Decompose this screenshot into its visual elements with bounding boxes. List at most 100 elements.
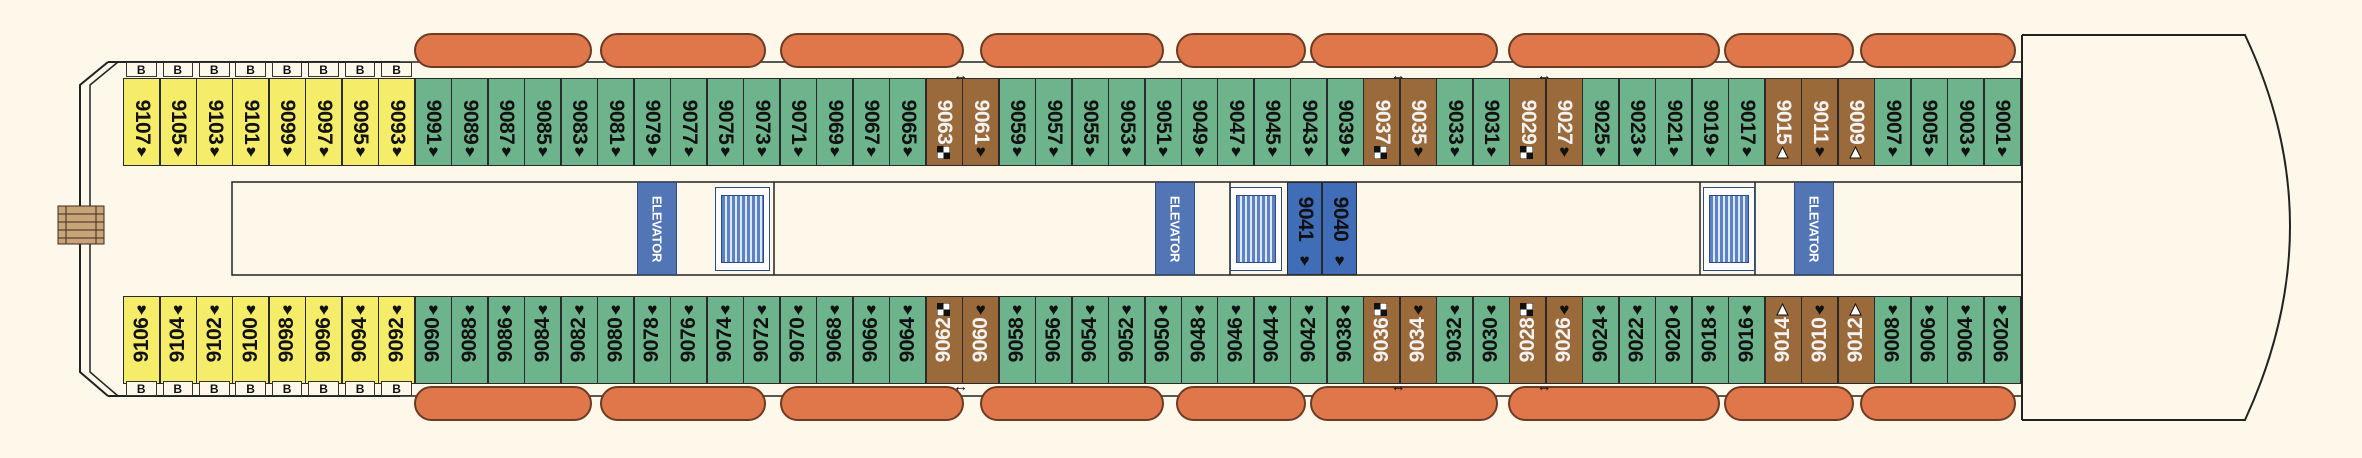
- cabin: 9103♥: [196, 78, 234, 166]
- cabin-number: 9087: [495, 99, 519, 145]
- cabin-number: 9031: [1480, 99, 1504, 145]
- cabin: 9068♥: [816, 296, 854, 384]
- side-badge: B: [162, 381, 193, 396]
- cabin: 9066♥: [852, 296, 890, 384]
- cabin-number: 9018: [1698, 317, 1722, 363]
- cabin-number: 9066: [859, 317, 883, 363]
- cabin-number: 9045: [1261, 99, 1285, 145]
- cabin-number: 9065: [896, 99, 920, 145]
- heart-icon: ♥: [209, 300, 220, 319]
- lifeboat: [1176, 386, 1306, 421]
- elevator-label: ELEVATOR: [649, 195, 665, 262]
- cabin-number: 9085: [531, 99, 555, 145]
- heart-icon: ♥: [464, 300, 475, 319]
- cabin: 9011♥: [1801, 78, 1839, 166]
- cabin: 9025♥: [1582, 78, 1620, 166]
- cabin-number: 9060: [968, 317, 992, 363]
- cabin-number: 9101: [239, 99, 263, 145]
- heart-icon: ♥: [756, 142, 767, 161]
- cabin-number: 9003: [1954, 99, 1978, 145]
- heart-icon: ♥: [1486, 142, 1497, 161]
- cabin: 9012: [1837, 296, 1875, 384]
- cabin-number: 9052: [1114, 317, 1138, 363]
- heart-icon: ♥: [683, 142, 694, 161]
- cabin-number: 9105: [167, 99, 191, 145]
- heart-icon: ♥: [1340, 300, 1351, 319]
- heart-icon: ♥: [1230, 142, 1241, 161]
- checkered-icon: [936, 146, 950, 159]
- cabin-number: 9103: [203, 99, 227, 145]
- elevator-fwd: ELEVATOR: [637, 182, 677, 275]
- cabin: 9067♥: [852, 78, 890, 166]
- cabin-number: 9009: [1845, 99, 1869, 145]
- cabin-number: 9054: [1078, 317, 1102, 363]
- heart-icon: ♥: [1705, 300, 1716, 319]
- cabin: 9077♥: [670, 78, 708, 166]
- heart-icon: ♥: [1413, 142, 1424, 161]
- cabin-number: 9007: [1881, 99, 1905, 145]
- heart-icon: ♥: [1303, 300, 1314, 319]
- lifeboat: [1310, 33, 1498, 68]
- heart-icon: ♥: [1340, 142, 1351, 161]
- cabin-number: 9042: [1296, 317, 1320, 363]
- cabin: 9028: [1509, 296, 1547, 384]
- heart-icon: ♥: [1887, 142, 1898, 161]
- lifeboat: [980, 33, 1164, 68]
- cabin-number: 9081: [604, 99, 628, 145]
- heart-icon: ♥: [1449, 142, 1460, 161]
- cabin: 9027♥: [1545, 78, 1583, 166]
- heart-icon: ♥: [1814, 142, 1825, 161]
- cabin: 9082♥: [560, 296, 598, 384]
- side-badge: B: [199, 381, 230, 396]
- heart-icon: ♥: [1997, 142, 2008, 161]
- lifeboat: [1724, 386, 1854, 421]
- cabin: 9105♥: [159, 78, 197, 166]
- cabin: 9005♥: [1910, 78, 1948, 166]
- heart-icon: ♥: [683, 300, 694, 319]
- cabin-number: 9089: [458, 99, 482, 145]
- cabin: 9015: [1764, 78, 1802, 166]
- heart-icon: ♥: [1048, 142, 1059, 161]
- cabin: 9045♥: [1253, 78, 1291, 166]
- cabin-number: 9090: [421, 317, 445, 363]
- cabin-number: 9032: [1442, 317, 1466, 363]
- cabin-number: 9084: [530, 317, 554, 363]
- heart-icon: ♥: [829, 300, 840, 319]
- cabin: 9029: [1509, 78, 1547, 166]
- cabin-number: 9001: [1991, 99, 2015, 145]
- heart-icon: ♥: [756, 300, 767, 319]
- checkered-icon: [1374, 303, 1388, 316]
- heart-icon: ♥: [1267, 300, 1278, 319]
- cabin: 9099♥: [268, 78, 306, 166]
- cabin: 9080♥: [597, 296, 635, 384]
- cabin: 9053♥: [1108, 78, 1146, 166]
- cabin: 9102♥: [196, 296, 234, 384]
- cabin: 9085♥: [524, 78, 562, 166]
- cabin: 9006♥: [1910, 296, 1948, 384]
- heart-icon: ♥: [355, 300, 366, 319]
- lifeboat: [1724, 33, 1854, 68]
- heart-icon: ♥: [610, 142, 621, 161]
- heart-icon: ♥: [428, 300, 439, 319]
- lifeboat: [1860, 386, 2016, 421]
- side-badge: B: [162, 62, 193, 77]
- heart-icon: ♥: [1741, 142, 1752, 161]
- cabin-number: 9004: [1953, 317, 1977, 363]
- cabin-number: 9048: [1187, 317, 1211, 363]
- cabin: 9026♥: [1545, 296, 1583, 384]
- triangle-icon: [1775, 303, 1789, 316]
- cabin-number: 9002: [1990, 317, 2014, 363]
- cabin: 9004♥: [1947, 296, 1985, 384]
- cabin-number: 9039: [1334, 99, 1358, 145]
- side-badge: B: [381, 381, 412, 396]
- heart-icon: ♥: [975, 142, 986, 161]
- side-badge: B: [126, 62, 157, 77]
- cabin: 9039♥: [1326, 78, 1364, 166]
- cabin: 9079♥: [633, 78, 671, 166]
- cabin: 9050♥: [1144, 296, 1182, 384]
- cabin-number: 9083: [568, 99, 592, 145]
- cabin: 9086♥: [487, 296, 525, 384]
- heart-icon: ♥: [574, 142, 585, 161]
- cabin: 9003♥: [1947, 78, 1985, 166]
- cabin-number: 9021: [1662, 99, 1686, 145]
